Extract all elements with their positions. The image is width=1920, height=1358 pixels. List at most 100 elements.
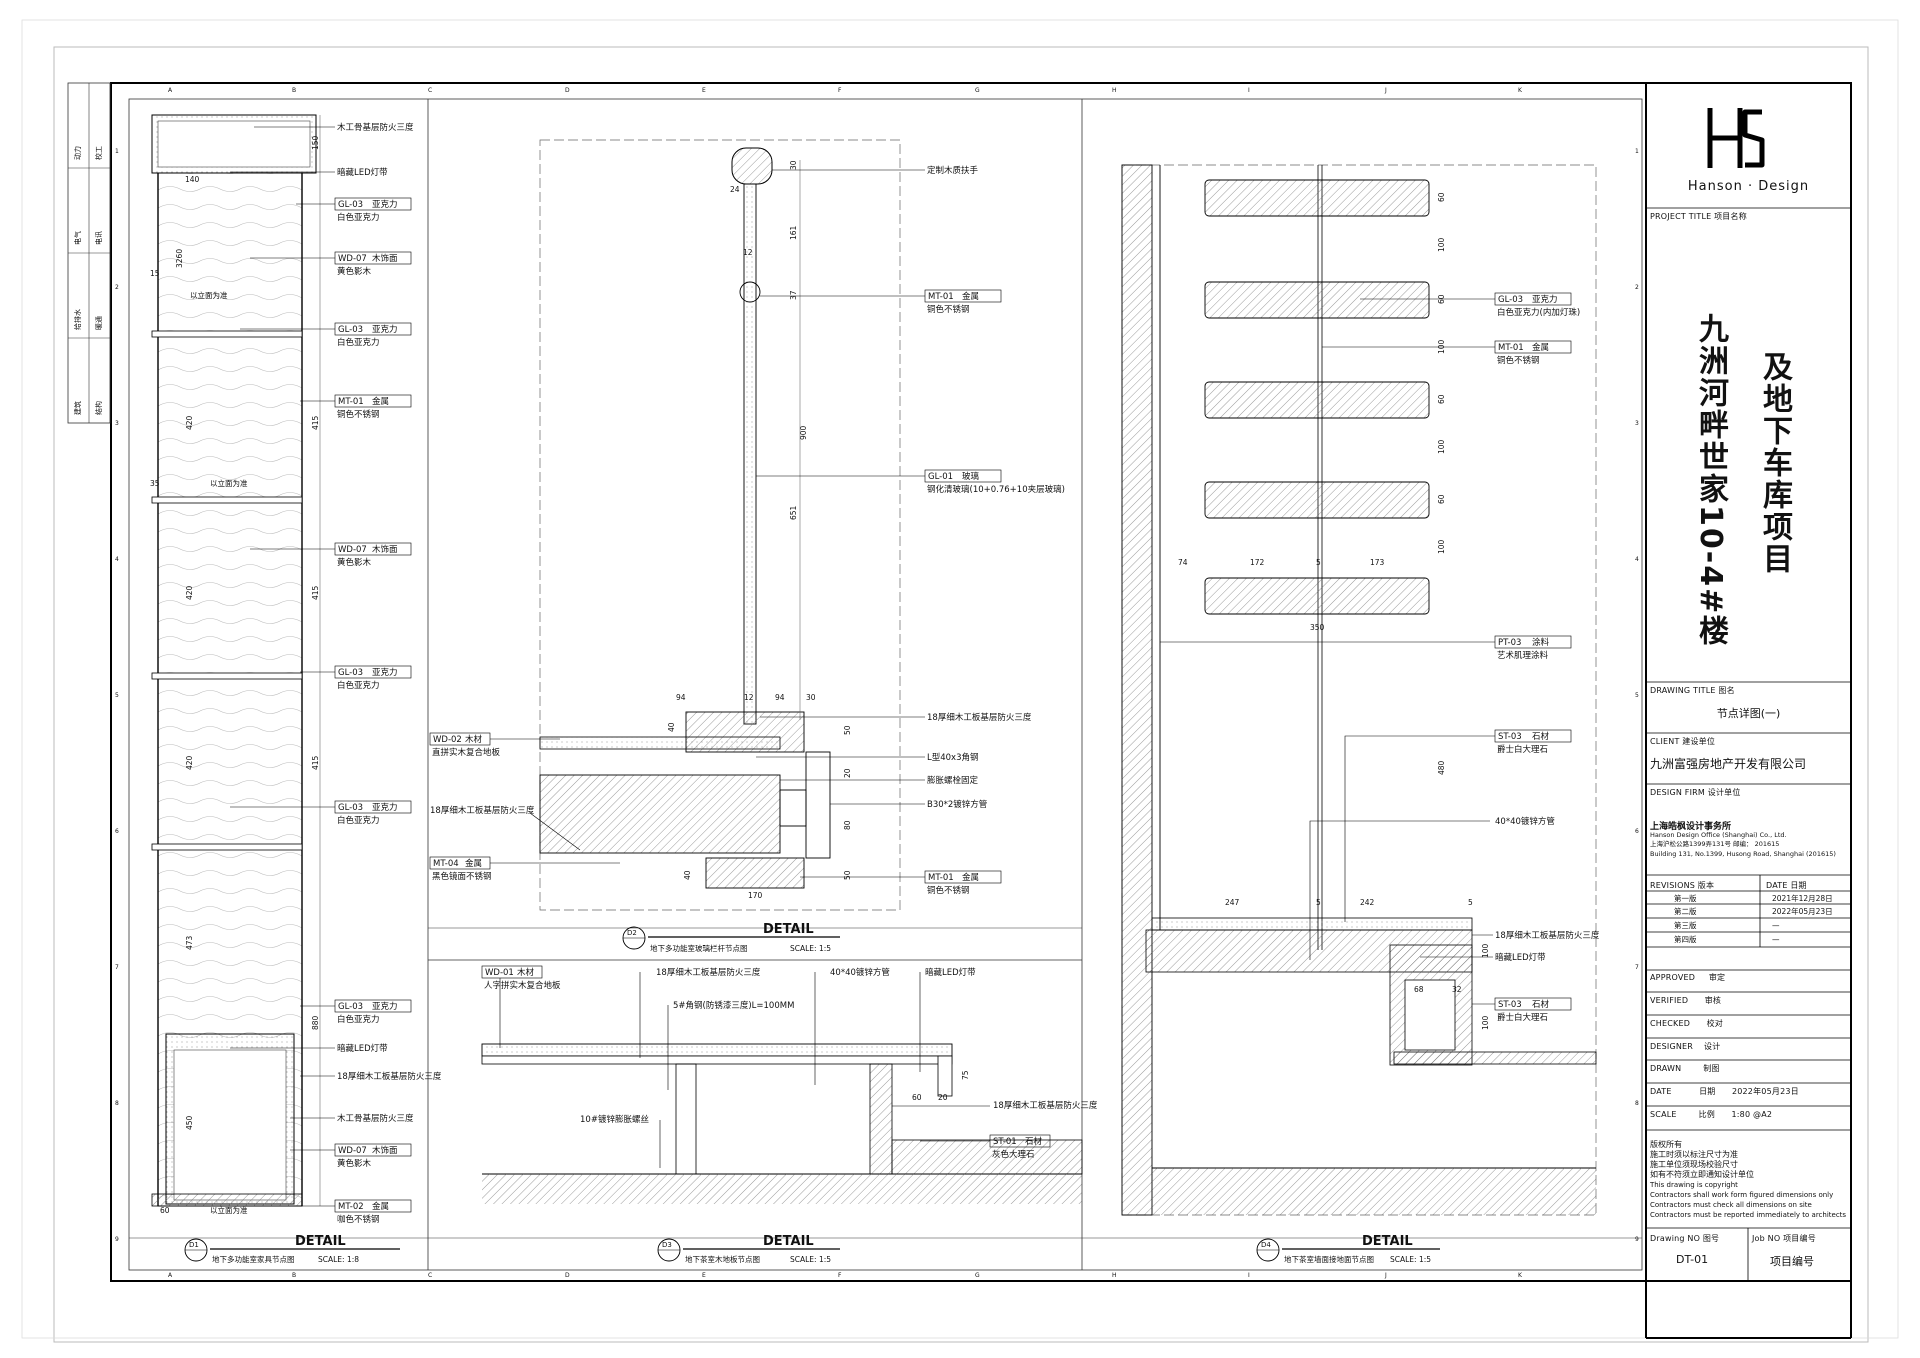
svg-text:C: C: [428, 1272, 432, 1279]
svg-text:暖通: 暖通: [94, 316, 103, 330]
svg-text:金属: 金属: [1532, 342, 1549, 353]
svg-text:170: 170: [748, 891, 763, 900]
svg-text:60: 60: [912, 1093, 922, 1102]
svg-text:350: 350: [1310, 623, 1325, 632]
note-2: 施工时须以标注尺寸为准: [1650, 1150, 1738, 1159]
grid-col-labels: A B C D E F G H I J K A B C D E F G H I …: [168, 87, 1523, 1279]
svg-text:白色亚克力: 白色亚克力: [337, 1014, 380, 1025]
note-4: 如有不符须立即通知设计单位: [1650, 1170, 1754, 1179]
svg-text:白色亚克力: 白色亚克力: [337, 337, 380, 348]
drawing-title: 节点详图(一): [1716, 707, 1781, 720]
svg-text:金属: 金属: [372, 1201, 389, 1212]
svg-text:G: G: [975, 1272, 980, 1279]
discipline-strip: 动力 校工 电气 电讯 给排水 暖通 建筑 结构: [67, 82, 111, 424]
svg-text:75: 75: [961, 1070, 970, 1080]
svg-text:100: 100: [1481, 943, 1490, 958]
svg-text:石材: 石材: [1532, 999, 1550, 1010]
svg-text:18厚细木工板基层防火三度: 18厚细木工板基层防火三度: [993, 1100, 1098, 1111]
svg-text:黄色影木: 黄色影木: [337, 1158, 372, 1169]
drawing-no-label: Drawing NO 图号: [1650, 1234, 1720, 1243]
design-firm-label: DESIGN FIRM 设计单位: [1650, 788, 1741, 797]
svg-text:D3: D3: [662, 1241, 672, 1249]
caption-d1: D1 DETAIL 地下多功能室家具节点图 SCALE: 1:8: [184, 1234, 400, 1264]
caption-d2: D2 DETAIL 地下多功能室玻璃栏杆节点图 SCALE: 1:5: [622, 922, 840, 953]
svg-text:以立面为准: 以立面为准: [210, 478, 248, 488]
project-name-line2: 及地下车库项目: [1757, 351, 1792, 575]
detail-captions: D1 DETAIL 地下多功能室家具节点图 SCALE: 1:8 D2 DETA…: [184, 922, 1440, 1264]
svg-text:黄色影木: 黄色影木: [337, 557, 372, 568]
svg-text:膨胀螺栓固定: 膨胀螺栓固定: [927, 775, 979, 786]
svg-text:地下多功能室玻璃栏杆节点图: 地下多功能室玻璃栏杆节点图: [650, 943, 748, 953]
svg-text:I: I: [1248, 1272, 1250, 1279]
svg-text:50: 50: [843, 725, 852, 735]
svg-text:80: 80: [843, 820, 852, 830]
svg-text:GL-01: GL-01: [928, 472, 953, 482]
svg-text:415: 415: [311, 585, 320, 600]
revision-row-4-d: —: [1772, 935, 1780, 944]
svg-text:7: 7: [1635, 964, 1639, 971]
svg-text:石材: 石材: [1025, 1136, 1043, 1147]
svg-text:GL-03: GL-03: [338, 803, 363, 813]
svg-text:450: 450: [185, 1115, 194, 1130]
svg-text:2: 2: [115, 284, 119, 291]
revision-row-3-d: —: [1772, 921, 1780, 930]
svg-text:12: 12: [743, 248, 753, 257]
project-name-line1: 九洲河畔世家10-4#楼: [1693, 313, 1728, 648]
outer-frame: [53, 46, 1869, 1343]
svg-text:ST-01: ST-01: [993, 1137, 1017, 1147]
caption-d4: D4 DETAIL 地下茶室墙面接地面节点图 SCALE: 1:5: [1256, 1234, 1440, 1264]
svg-text:60: 60: [160, 1206, 170, 1215]
svg-text:415: 415: [311, 755, 320, 770]
drawing-no: DT-01: [1676, 1253, 1709, 1266]
svg-text:C: C: [428, 87, 432, 94]
svg-text:100: 100: [1437, 439, 1446, 454]
svg-text:涂料: 涂料: [1532, 637, 1550, 648]
svg-text:6: 6: [115, 828, 119, 835]
svg-text:钢化清玻璃(10+0.76+10夹层玻璃): 钢化清玻璃(10+0.76+10夹层玻璃): [927, 484, 1065, 495]
svg-text:电气: 电气: [73, 231, 82, 245]
svg-text:E: E: [702, 1272, 706, 1279]
signoff-date: DATE 日期 2022年05月23日: [1650, 1087, 1799, 1096]
svg-text:5: 5: [1468, 898, 1473, 907]
svg-text:D4: D4: [1261, 1241, 1271, 1249]
svg-text:F: F: [838, 1272, 842, 1279]
svg-text:金属: 金属: [962, 872, 979, 883]
svg-text:900: 900: [799, 425, 808, 440]
svg-text:DETAIL: DETAIL: [295, 1234, 346, 1249]
svg-text:18厚细木工板基层防火三度: 18厚细木工板基层防火三度: [430, 805, 535, 816]
svg-text:1: 1: [1635, 148, 1639, 155]
svg-text:L型40x3角钢: L型40x3角钢: [927, 752, 979, 763]
svg-text:50: 50: [843, 870, 852, 880]
svg-text:8: 8: [1635, 1100, 1639, 1107]
svg-text:35: 35: [150, 479, 160, 488]
svg-text:18厚细木工板基层防火三度: 18厚细木工板基层防火三度: [1495, 930, 1600, 941]
revisions-label: REVISIONS 版本: [1650, 881, 1715, 890]
svg-text:B: B: [292, 1272, 296, 1279]
svg-text:暗藏LED灯带: 暗藏LED灯带: [337, 167, 388, 178]
svg-text:172: 172: [1250, 558, 1265, 567]
svg-text:直拼实木复合地板: 直拼实木复合地板: [432, 747, 501, 758]
detail-d4: 60 100 60 100 60 100 60 100 74 172 5 173…: [1121, 164, 1600, 1216]
svg-text:木材: 木材: [517, 967, 535, 978]
svg-text:铜色不锈钢: 铜色不锈钢: [1497, 355, 1540, 366]
svg-text:30: 30: [789, 160, 798, 170]
svg-text:100: 100: [1481, 1015, 1490, 1030]
signoff-checked: CHECKED 校对: [1650, 1019, 1723, 1028]
client-name: 九洲富强房地产开发有限公司: [1650, 757, 1807, 771]
svg-text:木工骨基层防火三度: 木工骨基层防火三度: [337, 122, 414, 133]
svg-text:94: 94: [775, 693, 785, 702]
client-label: CLIENT 建设单位: [1650, 737, 1716, 746]
svg-text:给排水: 给排水: [73, 309, 82, 330]
signoff-approved: APPROVED 审定: [1650, 973, 1726, 982]
svg-text:人字拼实木复合地板: 人字拼实木复合地板: [484, 980, 561, 991]
revision-row-2-v: 第二版: [1674, 907, 1697, 916]
svg-text:木材: 木材: [465, 734, 483, 745]
svg-text:亚克力: 亚克力: [372, 667, 398, 678]
note-5: This drawing is copyright: [1650, 1181, 1738, 1189]
signoff-designer: DESIGNER 设计: [1650, 1042, 1721, 1051]
job-no: 项目编号: [1770, 1255, 1814, 1268]
svg-text:爵士白大理石: 爵士白大理石: [1497, 744, 1548, 755]
svg-text:WD-07: WD-07: [338, 254, 367, 264]
svg-text:以立面为准: 以立面为准: [190, 290, 228, 300]
